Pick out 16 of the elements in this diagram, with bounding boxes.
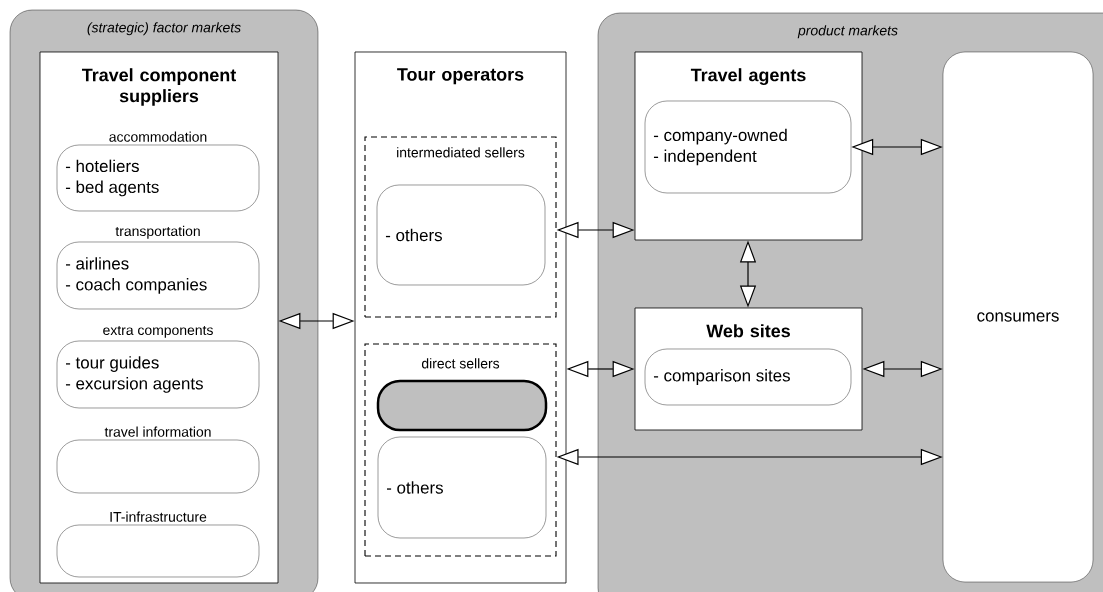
node-label: transportation [115, 225, 200, 239]
node-label: extra components [103, 325, 213, 338]
list-box: transportation - airlines - coach companies [56, 225, 260, 310]
highlighted-box [376, 379, 548, 432]
list-box: IT-infrastructure [56, 511, 260, 578]
node-label: travel information [104, 426, 211, 437]
list-box: extra components - tour guides - excursion agents [56, 325, 260, 409]
list-box: - comparison sites [644, 348, 852, 406]
node-label: accommodation [109, 131, 207, 142]
list-box: - others [376, 184, 546, 286]
list-box: - others [377, 436, 547, 539]
list-box: - company-owned - independent [644, 100, 852, 194]
node-label: IT-infrastructure [110, 511, 207, 522]
consumer-box: consumers [942, 51, 1094, 583]
list-box: accommodation - hoteliers - bed agents [56, 131, 260, 212]
list-box: travel information [56, 426, 260, 494]
